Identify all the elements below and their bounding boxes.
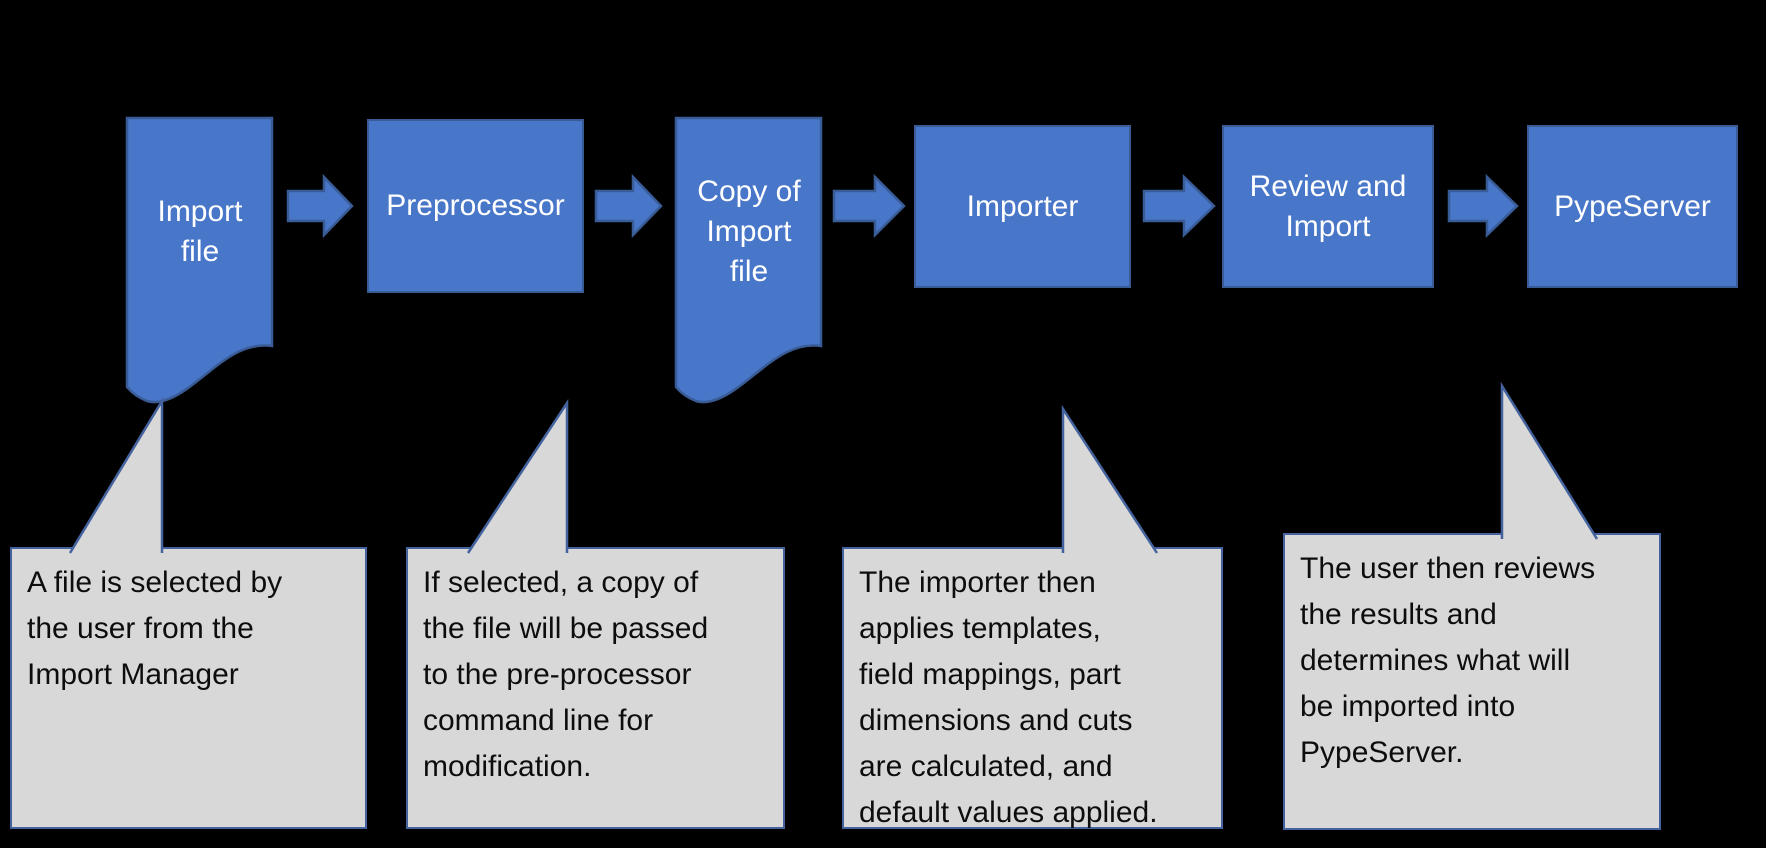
arrow-icon-1 [286, 173, 354, 239]
callout-tail-preprocessor [466, 398, 569, 554]
flow-node-pypeserver-label: PypeServer [1554, 189, 1711, 223]
callout-review-text: The user then reviews the results and de… [1300, 552, 1596, 769]
callout-import-file-text: A file is selected by the user from the … [27, 566, 283, 691]
arrow-icon-4 [1142, 174, 1216, 238]
flow-node-importer: Importer [914, 125, 1131, 288]
callout-preprocessor-text: If selected, a copy of the file will be … [423, 566, 709, 783]
callout-importer: The importer then applies templates, fie… [842, 547, 1223, 829]
flow-node-importer-label: Importer [966, 189, 1079, 223]
flow-node-import-file-label: Import file [157, 195, 243, 268]
flow-node-review-and-import-label: Review and Import [1249, 169, 1407, 243]
flow-node-review-and-import: Review and Import [1222, 125, 1434, 288]
callout-tail-importer [1061, 404, 1159, 554]
arrow-icon-5 [1447, 174, 1519, 238]
arrow-icon-3 [832, 173, 906, 239]
arrow-icon-2 [594, 173, 663, 239]
flow-node-pypeserver: PypeServer [1527, 125, 1738, 288]
callout-importer-text: The importer then applies templates, fie… [859, 566, 1158, 829]
callout-tail-import-file [68, 396, 164, 554]
flow-node-preprocessor-label: Preprocessor [386, 189, 565, 222]
callout-tail-review [1500, 381, 1599, 540]
flow-node-copy-of-import-file-label: Copy of Import file [697, 175, 801, 288]
flow-node-preprocessor: Preprocessor [367, 119, 584, 293]
callout-import-file: A file is selected by the user from the … [10, 547, 367, 829]
callout-review: The user then reviews the results and de… [1283, 533, 1661, 830]
callout-preprocessor: If selected, a copy of the file will be … [406, 547, 785, 829]
